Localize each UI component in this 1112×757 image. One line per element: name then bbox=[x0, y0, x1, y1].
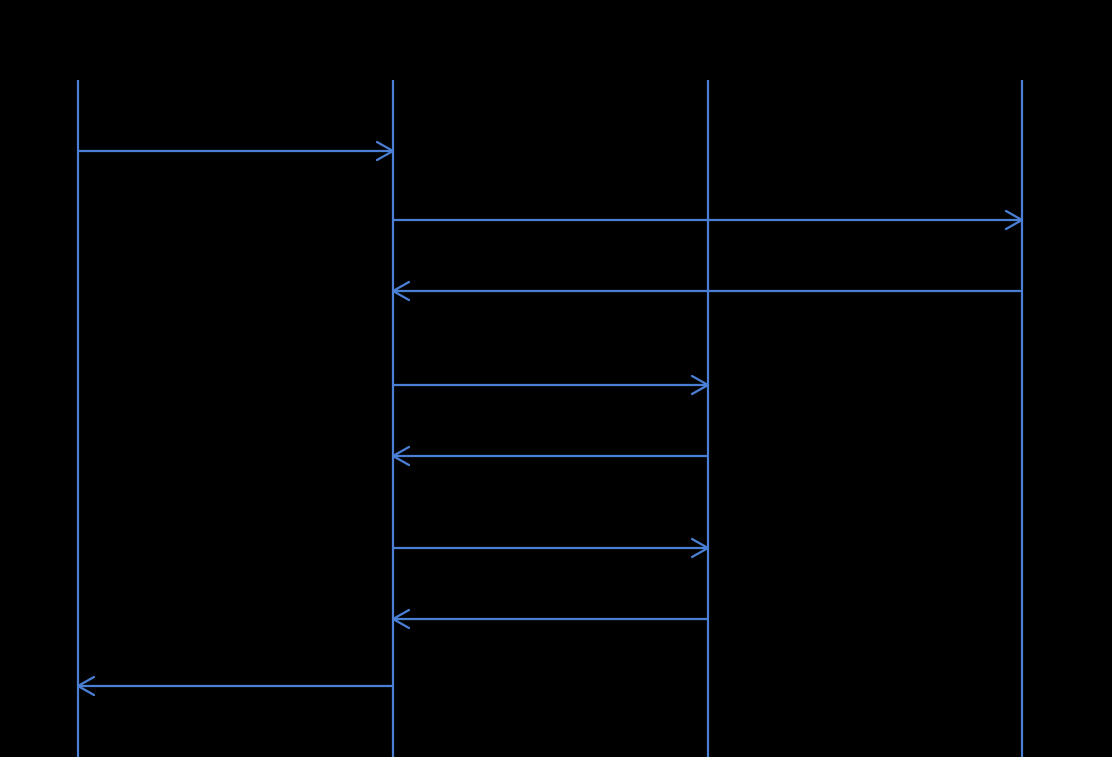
message-5 bbox=[391, 445, 708, 467]
message-3 bbox=[391, 280, 1022, 302]
message-7 bbox=[391, 608, 708, 630]
message-arrowhead-5 bbox=[391, 445, 411, 467]
message-1 bbox=[78, 140, 395, 162]
message-arrowhead-3 bbox=[391, 280, 411, 302]
message-arrowhead-6 bbox=[690, 537, 710, 559]
message-arrowhead-2 bbox=[1004, 209, 1024, 231]
message-arrowhead-8 bbox=[76, 675, 96, 697]
message-4 bbox=[393, 374, 710, 396]
message-8 bbox=[76, 675, 393, 697]
lifelines-group bbox=[76, 80, 1024, 757]
message-6 bbox=[393, 537, 710, 559]
message-arrowhead-4 bbox=[690, 374, 710, 396]
message-arrowhead-7 bbox=[391, 608, 411, 630]
message-arrowhead-1 bbox=[375, 140, 395, 162]
message-2 bbox=[393, 209, 1024, 231]
messages-group bbox=[76, 140, 1024, 697]
